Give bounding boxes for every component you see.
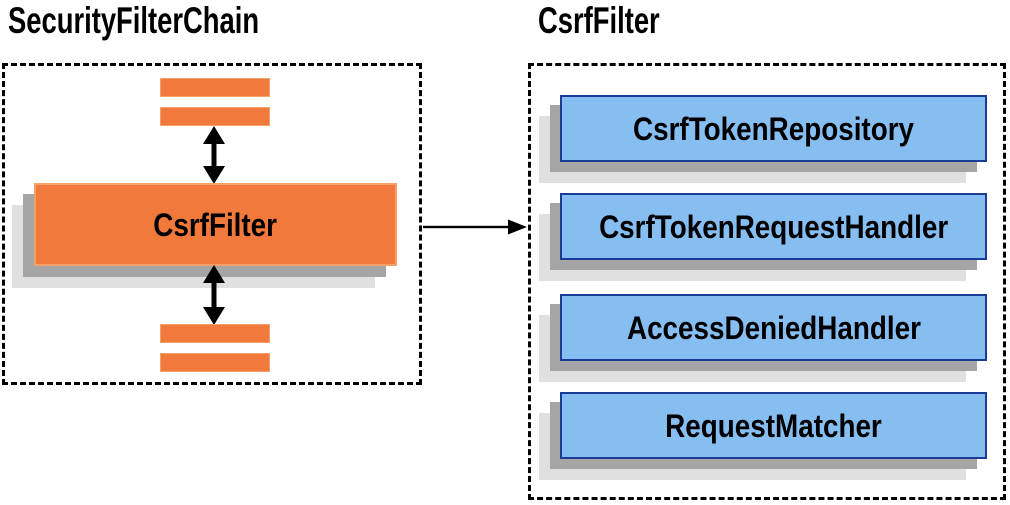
component-label: RequestMatcher bbox=[665, 407, 882, 444]
security-filter-chain-container bbox=[2, 63, 422, 385]
filter-stack-bar bbox=[160, 78, 270, 97]
csrf-filter-container bbox=[528, 63, 1006, 500]
filter-stack-bar bbox=[160, 107, 270, 126]
security-filter-chain-title: SecurityFilterChain bbox=[8, 0, 260, 41]
bidirectional-arrow-icon bbox=[201, 265, 227, 325]
right-arrow-icon bbox=[423, 219, 527, 235]
component-csrf-token-request-handler: CsrfTokenRequestHandler bbox=[560, 193, 987, 260]
csrf-filter-node-label: CsrfFilter bbox=[153, 206, 278, 243]
component-request-matcher: RequestMatcher bbox=[560, 392, 987, 459]
csrf-filter-title: CsrfFilter bbox=[538, 0, 660, 41]
component-access-denied-handler: AccessDeniedHandler bbox=[560, 294, 987, 361]
component-csrf-token-repository: CsrfTokenRepository bbox=[560, 95, 987, 162]
csrf-filter-node: CsrfFilter bbox=[34, 183, 397, 266]
component-label: CsrfTokenRepository bbox=[632, 110, 915, 147]
component-label: AccessDeniedHandler bbox=[626, 309, 921, 346]
filter-stack-bar bbox=[160, 353, 270, 372]
filter-stack-bar bbox=[160, 324, 270, 343]
component-label: CsrfTokenRequestHandler bbox=[598, 208, 949, 245]
bidirectional-arrow-icon bbox=[201, 126, 227, 184]
